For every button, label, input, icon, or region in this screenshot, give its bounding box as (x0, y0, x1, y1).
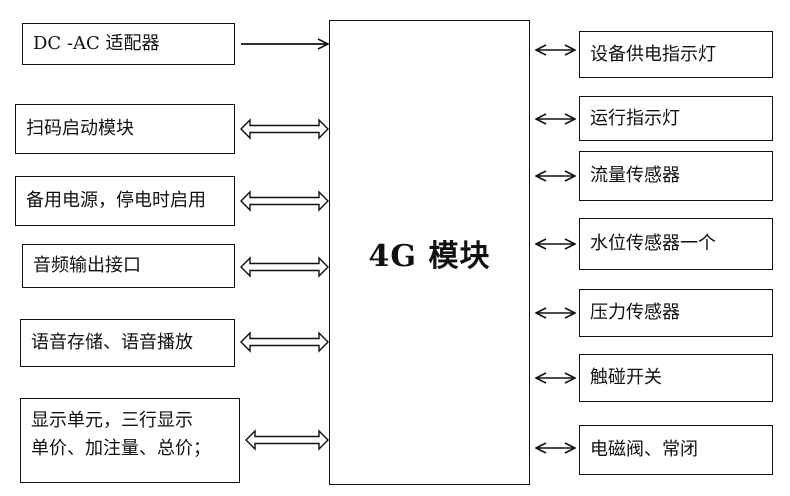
right-block-label: 设备供电指示灯 (590, 43, 716, 65)
left-block-voice: 语音存储、语音播放 (20, 319, 235, 367)
connector-voice (240, 331, 329, 353)
left-block-label: DC -AC 适配器 (33, 33, 160, 54)
connector-scan (240, 118, 329, 140)
left-block-line: 显示单元，三行显示 (31, 410, 193, 431)
left-block-label: 备用电源，停电时启用 (26, 190, 206, 211)
right-block-pressure: 压力传感器 (579, 289, 773, 337)
right-block-label: 运行指示灯 (590, 107, 680, 129)
right-block-power-light: 设备供电指示灯 (579, 31, 773, 78)
connector-display (245, 429, 329, 451)
right-block-label: 流量传感器 (590, 165, 680, 186)
left-block-adapter: DC -AC 适配器 (22, 23, 235, 65)
left-block-display: 显示单元，三行显示 单价、加注量、总价； (20, 398, 240, 483)
left-block-label: 扫码启动模块 (26, 118, 134, 139)
left-block-backup: 备用电源，停电时启用 (15, 176, 235, 226)
right-block-touch: 触碰开关 (579, 354, 773, 402)
module-4g-box: 4G 模块 (329, 20, 530, 485)
right-block-label: 水位传感器一个 (590, 233, 716, 254)
right-block-label: 电磁阀、常闭 (590, 439, 698, 460)
right-block-label: 触碰开关 (590, 367, 662, 388)
right-block-flow: 流量传感器 (579, 151, 773, 201)
right-block-label: 压力传感器 (590, 302, 680, 323)
connector-audio-out (240, 256, 329, 278)
connector-backup (240, 190, 329, 212)
left-block-label: 语音存储、语音播放 (31, 332, 193, 353)
left-block-scan: 扫码启动模块 (15, 104, 235, 154)
left-block-label: 音频输出接口 (33, 255, 141, 276)
left-block-audio-out: 音频输出接口 (22, 244, 235, 288)
module-4g-title: 4G 模块 (368, 238, 491, 274)
left-block-line: 单价、加注量、总价； (31, 438, 211, 459)
right-block-water: 水位传感器一个 (579, 218, 773, 270)
right-block-valve: 电磁阀、常闭 (579, 425, 773, 475)
right-block-run-light: 运行指示灯 (579, 96, 773, 141)
